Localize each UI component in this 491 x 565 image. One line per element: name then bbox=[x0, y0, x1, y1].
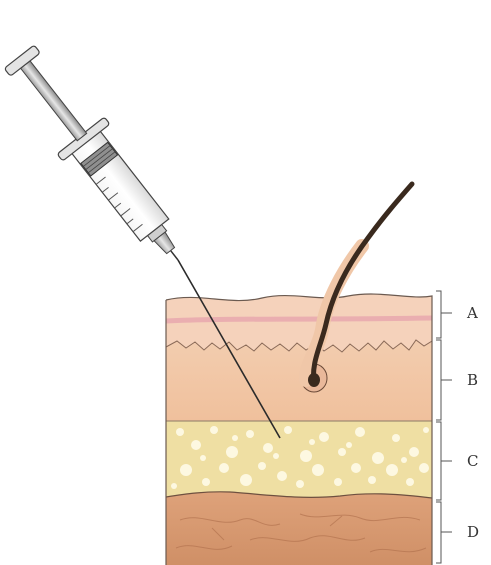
syringe-icon bbox=[0, 38, 202, 278]
label-layer-b: B bbox=[467, 371, 478, 389]
epidermis-band bbox=[166, 318, 432, 321]
epidermis-layer bbox=[166, 294, 432, 352]
label-layer-c: C bbox=[467, 452, 478, 470]
skin-block bbox=[166, 294, 432, 565]
layer-brackets bbox=[436, 291, 452, 563]
muscle-layer bbox=[166, 492, 432, 565]
label-layer-a: A bbox=[466, 304, 478, 322]
needle-icon bbox=[171, 251, 178, 260]
label-layer-d: D bbox=[467, 523, 479, 541]
